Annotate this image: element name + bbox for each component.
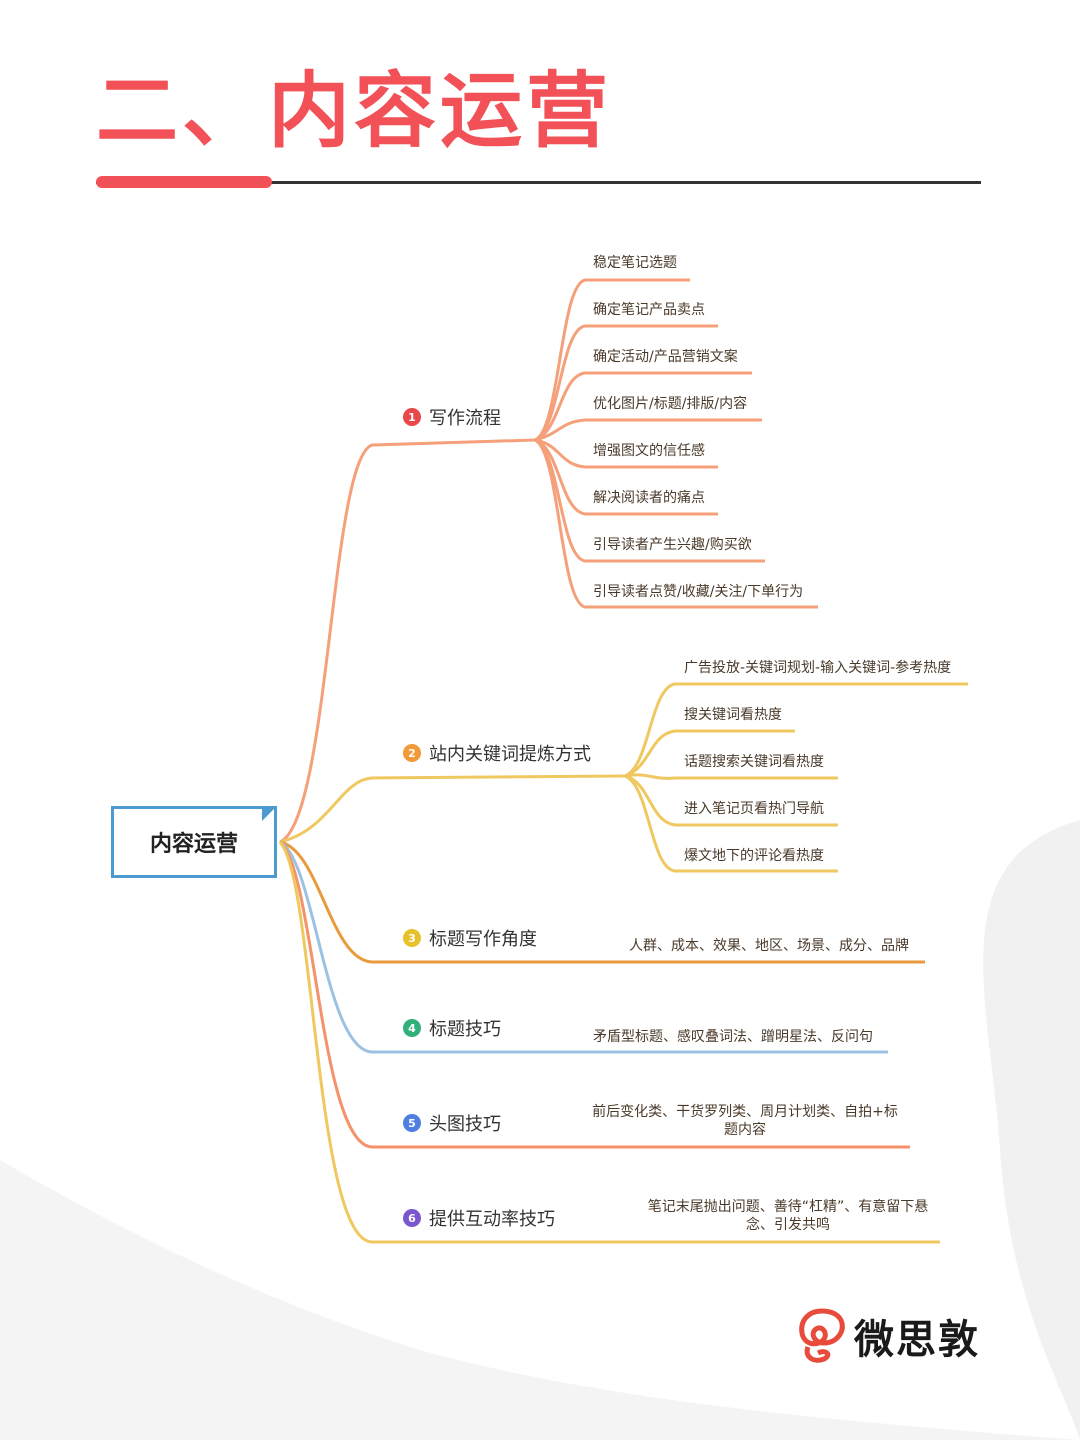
leaf-line: 前后变化类、干货罗列类、周月计划类、自拍+标	[592, 1104, 898, 1120]
title-accent-bar	[96, 176, 272, 188]
number-badge: 1	[403, 408, 421, 426]
root-corner-fold	[262, 806, 277, 821]
branch-label: 标题技巧	[429, 1019, 501, 1040]
leaf-node-multiline: 笔记末尾抛出问题、善待“杠精”、有意留下悬 念、引发共鸣	[640, 1198, 936, 1234]
leaf-line: 题内容	[724, 1122, 766, 1138]
page-title: 二、内容运营	[96, 64, 613, 159]
mindmap-root-node: 内容运营	[111, 806, 277, 878]
number-badge: 4	[403, 1019, 421, 1037]
brand-logo: 微思敦	[796, 1305, 980, 1367]
title-divider	[96, 181, 981, 184]
leaf-node: 引导读者产生兴趣/购买欲	[593, 537, 752, 553]
leaf-node: 广告投放-关键词规划-输入关键词-参考热度	[684, 660, 952, 676]
leaf-node: 矛盾型标题、感叹叠词法、蹭明星法、反问句	[593, 1029, 873, 1045]
leaf-node: 确定活动/产品营销文案	[593, 349, 738, 365]
leaf-node: 优化图片/标题/排版/内容	[593, 396, 748, 412]
logo-text: 微思敦	[854, 1317, 980, 1363]
branch-label: 站内关键词提炼方式	[429, 744, 591, 765]
leaf-node: 确定笔记产品卖点	[593, 302, 705, 318]
leaf-line: 念、引发共鸣	[746, 1217, 830, 1233]
leaf-node: 进入笔记页看热门导航	[684, 801, 824, 817]
leaf-node: 爆文地下的评论看热度	[684, 848, 824, 864]
leaf-node: 话题搜索关键词看热度	[684, 754, 824, 770]
number-badge: 2	[403, 744, 421, 762]
leaf-node: 稳定笔记选题	[593, 255, 677, 271]
leaf-node: 解决阅读者的痛点	[593, 490, 705, 506]
number-badge: 6	[403, 1209, 421, 1227]
branch-title-skills: 4 标题技巧	[403, 1015, 501, 1041]
branch-label: 提供互动率技巧	[429, 1209, 555, 1230]
leaf-node: 搜关键词看热度	[684, 707, 782, 723]
swirl-logo-icon	[799, 1308, 845, 1363]
branch-label: 头图技巧	[429, 1114, 501, 1135]
branch-label: 标题写作角度	[429, 929, 537, 950]
leaf-line: 笔记末尾抛出问题、善待“杠精”、有意留下悬	[647, 1199, 929, 1215]
branch-label: 写作流程	[429, 408, 501, 429]
branch-writing-process: 1 写作流程	[403, 404, 501, 430]
branch-keyword-method: 2 站内关键词提炼方式	[403, 740, 591, 766]
branch-title-angle: 3 标题写作角度	[403, 925, 537, 951]
number-badge: 3	[403, 929, 421, 947]
leaf-node: 人群、成本、效果、地区、场景、成分、品牌	[629, 938, 909, 954]
branch-interaction-skills: 6 提供互动率技巧	[403, 1205, 555, 1231]
leaf-node: 引导读者点赞/收藏/关注/下单行为	[593, 584, 804, 600]
branch-cover-skills: 5 头图技巧	[403, 1110, 501, 1136]
number-badge: 5	[403, 1114, 421, 1132]
leaf-node: 增强图文的信任感	[593, 443, 705, 459]
leaf-node-multiline: 前后变化类、干货罗列类、周月计划类、自拍+标 题内容	[585, 1103, 905, 1139]
